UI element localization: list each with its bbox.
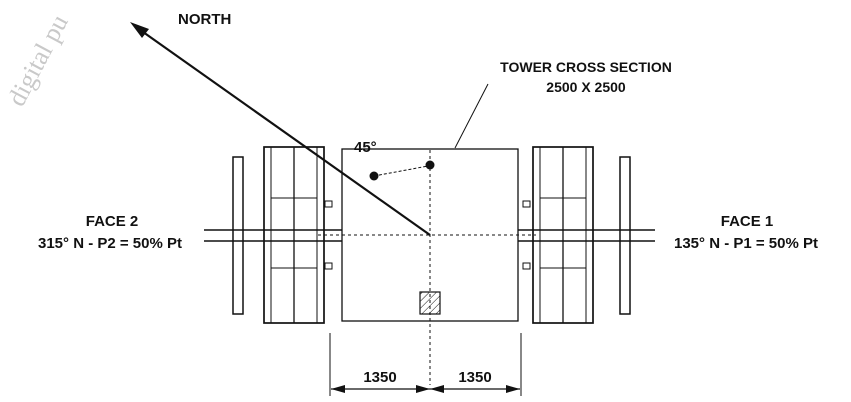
watermark-text: digital pu (2, 10, 74, 111)
hatched-block (419, 291, 441, 315)
face2-antenna-assembly (204, 146, 342, 324)
dimension-right-label: 1350 (458, 369, 491, 386)
north-arrow (130, 22, 431, 236)
face1-detail: 135° N - P1 = 50% Pt (674, 235, 818, 252)
face1-title: FACE 1 (721, 213, 774, 230)
dimension-left-label: 1350 (363, 369, 396, 386)
dimension-lines (329, 333, 522, 396)
tower-leader-line (454, 83, 489, 149)
north-label: NORTH (178, 11, 231, 28)
face2-detail: 315° N - P2 = 50% Pt (38, 235, 182, 252)
face1-antenna-assembly (518, 146, 655, 324)
tower-title-line2: 2500 X 2500 (546, 79, 626, 95)
face2-title: FACE 2 (86, 213, 139, 230)
angle-label: 45° (354, 139, 377, 156)
angle-indicator (369, 160, 435, 181)
tower-title-line1: TOWER CROSS SECTION (500, 59, 672, 75)
